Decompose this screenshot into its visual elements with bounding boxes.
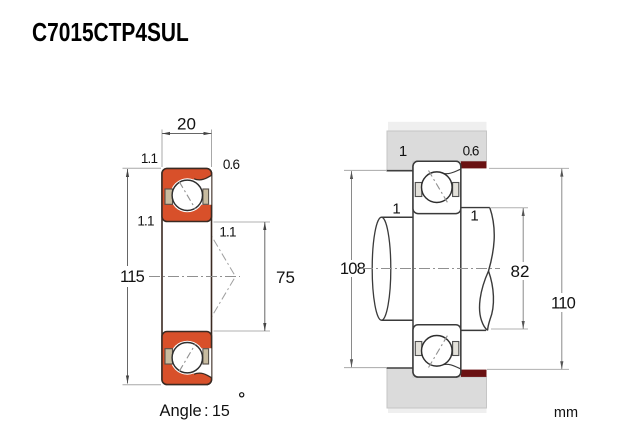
svg-text:0.6: 0.6	[223, 157, 240, 172]
svg-text:1: 1	[399, 143, 407, 160]
svg-text:15: 15	[212, 403, 230, 420]
svg-text:1: 1	[470, 208, 478, 225]
svg-text:75: 75	[276, 268, 295, 287]
svg-text:20: 20	[177, 115, 196, 134]
svg-text:1: 1	[392, 201, 400, 218]
svg-text:1.1: 1.1	[141, 151, 158, 166]
svg-text:82: 82	[511, 262, 530, 281]
svg-text:1.1: 1.1	[137, 214, 154, 229]
svg-text::: :	[204, 402, 209, 420]
svg-text:Angle: Angle	[160, 402, 202, 420]
svg-text:1.1: 1.1	[219, 225, 236, 240]
svg-text:mm: mm	[554, 405, 578, 421]
svg-text:108: 108	[340, 260, 366, 278]
svg-text:115: 115	[120, 268, 145, 286]
svg-text:110: 110	[551, 295, 576, 313]
svg-text:0.6: 0.6	[463, 144, 479, 159]
svg-text:C7015CTP4SUL: C7015CTP4SUL	[32, 18, 189, 46]
